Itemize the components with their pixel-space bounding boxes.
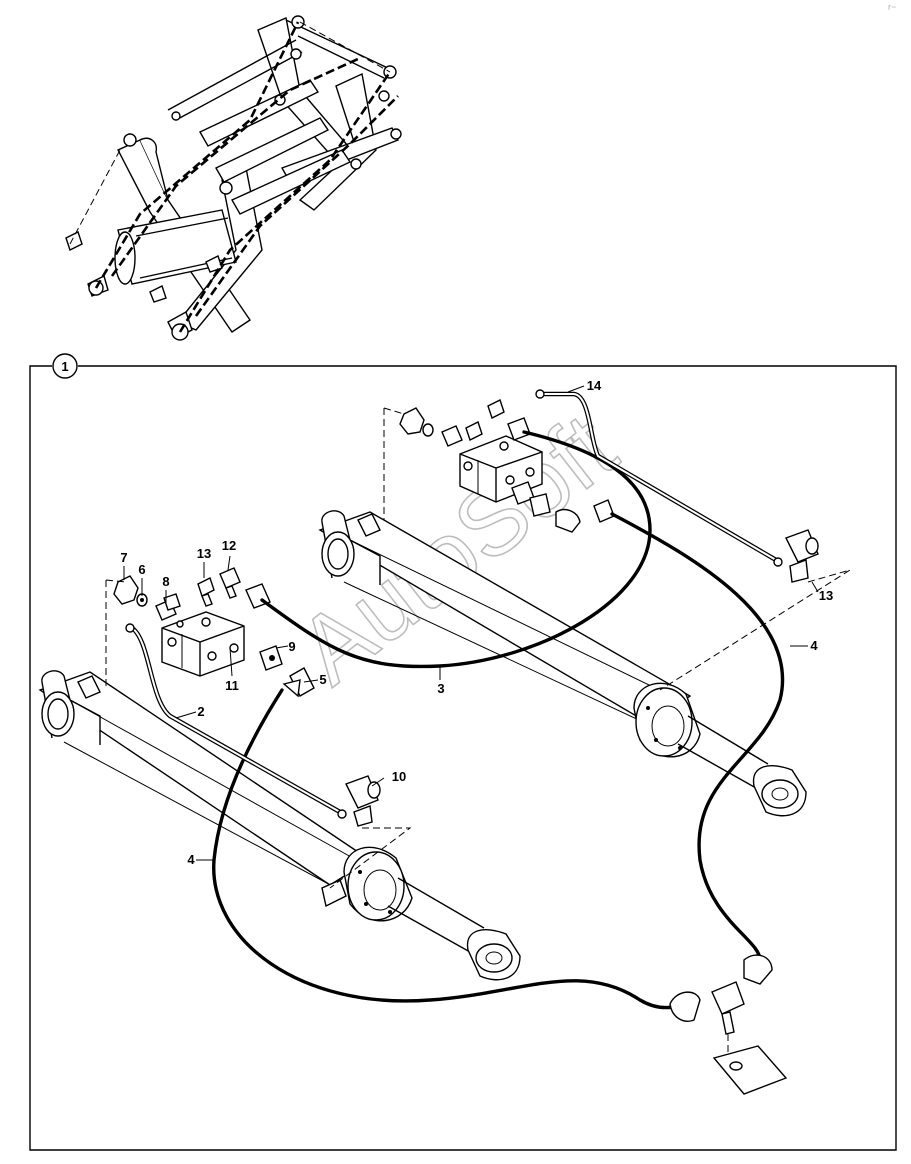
corner-mark: r~ [888, 2, 896, 12]
left-lift-cylinder [38, 670, 521, 981]
callout-7: 7 [120, 550, 127, 565]
callout-3: 3 [437, 681, 444, 696]
right-lift-cylinder [318, 510, 807, 817]
callout-4-right: 4 [810, 638, 818, 653]
tee-fittings [329, 529, 851, 889]
callout-leaders [123, 385, 819, 861]
loader-frame-overview [65, 15, 402, 341]
left-valve-fittings [105, 567, 315, 698]
callout-2: 2 [197, 704, 204, 719]
lower-tee-bracket [669, 954, 788, 1095]
callout-5: 5 [319, 672, 326, 687]
callout-6: 6 [138, 562, 145, 577]
callout-11: 11 [225, 678, 239, 693]
callout-labels: 2 3 4 4 5 6 7 8 9 10 11 12 13 13 14 [120, 378, 833, 867]
callout-14: 14 [587, 378, 602, 393]
callout-13-right: 13 [819, 588, 833, 603]
callout-12: 12 [222, 538, 236, 553]
callout-4-left: 4 [187, 852, 195, 867]
inset-number: 1 [61, 359, 68, 374]
left-valve-block [161, 611, 245, 677]
callout-13-left: 13 [197, 546, 211, 561]
tubes [125, 389, 783, 819]
right-valve-fittings [383, 399, 615, 533]
callout-9: 9 [288, 639, 295, 654]
hoses [212, 430, 785, 1010]
callout-8: 8 [162, 574, 169, 589]
inset-number-circle [52, 353, 78, 379]
callout-10: 10 [392, 769, 406, 784]
detail-inset: 1 [29, 353, 897, 1151]
